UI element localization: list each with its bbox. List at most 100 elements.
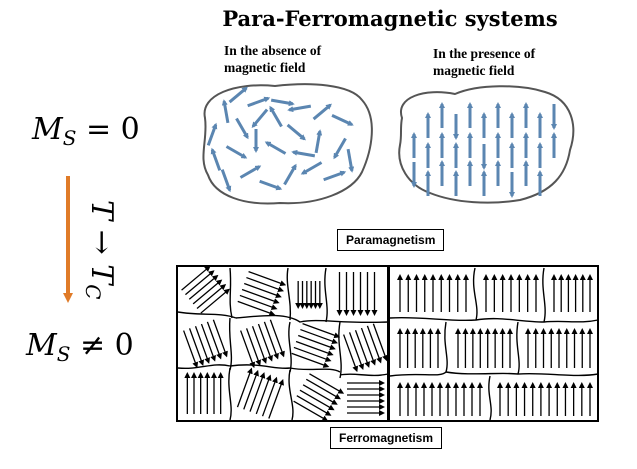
domain-moment-arrow <box>249 372 266 412</box>
diagram-title: Para-Ferromagnetic systems <box>222 6 558 31</box>
random-spin-arrow <box>312 103 332 121</box>
domain-moment-arrow <box>206 321 222 360</box>
random-spin-arrow <box>346 148 355 173</box>
domain-moment-arrow <box>188 274 219 300</box>
ms-equals-zero: MS = 0 <box>32 112 140 150</box>
ferro-domain-arrows-random <box>181 265 388 422</box>
random-spin-arrow <box>259 179 283 191</box>
caption-absent-line1: In the absence of <box>224 43 322 58</box>
domain-moment-arrow <box>309 373 345 394</box>
random-spin-arrow <box>251 108 269 128</box>
random-spin-arrow <box>291 149 316 158</box>
random-spin-arrow <box>314 129 323 154</box>
domain-moment-arrow <box>295 340 334 356</box>
domain-walls-left <box>177 267 389 421</box>
domain-moment-arrow <box>194 326 210 364</box>
domain-moment-arrow <box>300 328 338 345</box>
random-spin-arrow <box>235 117 249 140</box>
aligned-spin-group <box>411 102 557 198</box>
domain-moment-arrow <box>296 395 332 416</box>
caption-present-line2: magnetic field <box>433 63 515 78</box>
random-spin-arrow <box>210 147 222 171</box>
domain-moment-arrow <box>348 332 365 370</box>
random-spin-arrow <box>333 137 347 160</box>
ms-not-zero: MS ≠ 0 <box>26 328 134 366</box>
domain-moment-arrow <box>196 284 227 309</box>
sample-blob-no-field <box>202 83 373 205</box>
random-spin-arrow <box>270 98 295 107</box>
random-spin-arrow <box>247 96 271 108</box>
random-spin-arrow <box>323 170 347 182</box>
domain-moment-arrow <box>237 300 276 316</box>
domain-moment-arrow <box>192 279 223 305</box>
random-spin-arrow <box>331 113 354 127</box>
domain-moment-arrow <box>268 379 284 419</box>
domain-moment-arrow <box>354 330 370 368</box>
domain-moment-arrow <box>299 389 335 411</box>
domain-moment-arrow <box>269 319 285 358</box>
domain-moment-arrow <box>298 334 336 350</box>
random-spin-arrow <box>206 122 218 146</box>
caption-absent-field: In the absence of magnetic field <box>224 42 321 76</box>
random-spin-arrow <box>228 86 248 104</box>
random-spin-group <box>206 86 355 193</box>
domain-moment-arrow <box>360 327 376 366</box>
ms-symbol-2: M <box>26 328 57 363</box>
domain-moment-arrow <box>240 330 256 369</box>
random-spin-arrow <box>264 141 287 155</box>
domain-walls-right <box>389 267 599 421</box>
domain-moment-arrow <box>293 346 332 362</box>
random-spin-arrow <box>287 104 312 113</box>
domain-moment-arrow <box>246 276 284 293</box>
domain-moment-arrow <box>366 325 382 364</box>
domain-moment-arrow <box>263 321 279 360</box>
sample-blob-with-field <box>398 85 575 204</box>
caption-present-line1: In the presence of <box>433 46 536 61</box>
domain-moment-arrow <box>239 294 278 310</box>
caption-present-field: In the presence of magnetic field <box>433 45 535 79</box>
domain-moment-arrow <box>302 323 341 339</box>
random-spin-arrow <box>300 161 323 175</box>
domain-moment-arrow <box>188 328 205 366</box>
domain-moment-arrow <box>243 369 259 410</box>
domain-moment-arrow <box>302 384 338 405</box>
random-spin-arrow <box>221 99 230 124</box>
domain-moment-arrow <box>185 270 215 296</box>
domain-moment-arrow <box>291 352 330 368</box>
random-spin-arrow <box>225 145 248 159</box>
domain-moment-arrow <box>245 328 262 366</box>
eq-zero-text: = 0 <box>85 112 140 147</box>
domain-moment-arrow <box>183 330 199 369</box>
random-spin-arrow <box>220 169 232 193</box>
domain-moment-arrow <box>241 288 280 304</box>
random-spin-arrow <box>286 123 306 141</box>
ferro-panel-with-field <box>388 265 599 422</box>
domain-moment-arrow <box>257 323 273 362</box>
domain-moment-arrow <box>248 271 287 287</box>
ms-subscript-2: S <box>56 342 71 366</box>
domain-moment-arrow <box>293 400 329 422</box>
domain-moment-arrow <box>200 288 230 314</box>
domain-moment-arrow <box>200 323 216 362</box>
domain-moment-arrow <box>343 334 359 373</box>
ferromagnetism-label: Ferromagnetism <box>330 427 443 449</box>
neq-zero-text: ≠ 0 <box>79 328 134 363</box>
random-spin-arrow <box>239 165 262 179</box>
random-spin-arrow <box>269 105 283 128</box>
ms-symbol: M <box>32 112 63 147</box>
domain-moment-arrow <box>255 374 272 415</box>
domain-moment-arrow <box>261 376 278 417</box>
domain-moment-arrow <box>244 282 282 298</box>
random-spin-arrow <box>283 163 297 186</box>
paramagnetism-label: Paramagnetism <box>337 229 445 251</box>
ferro-domain-arrows-aligned <box>397 274 593 416</box>
domain-moment-arrow <box>212 319 228 358</box>
domain-moment-arrow <box>305 378 341 400</box>
domain-moment-arrow <box>372 323 388 362</box>
domain-moment-arrow <box>181 265 211 291</box>
domain-moment-arrow <box>236 367 253 408</box>
caption-absent-line2: magnetic field <box>224 60 306 75</box>
ms-subscript: S <box>62 126 77 150</box>
domain-moment-arrow <box>251 326 267 364</box>
